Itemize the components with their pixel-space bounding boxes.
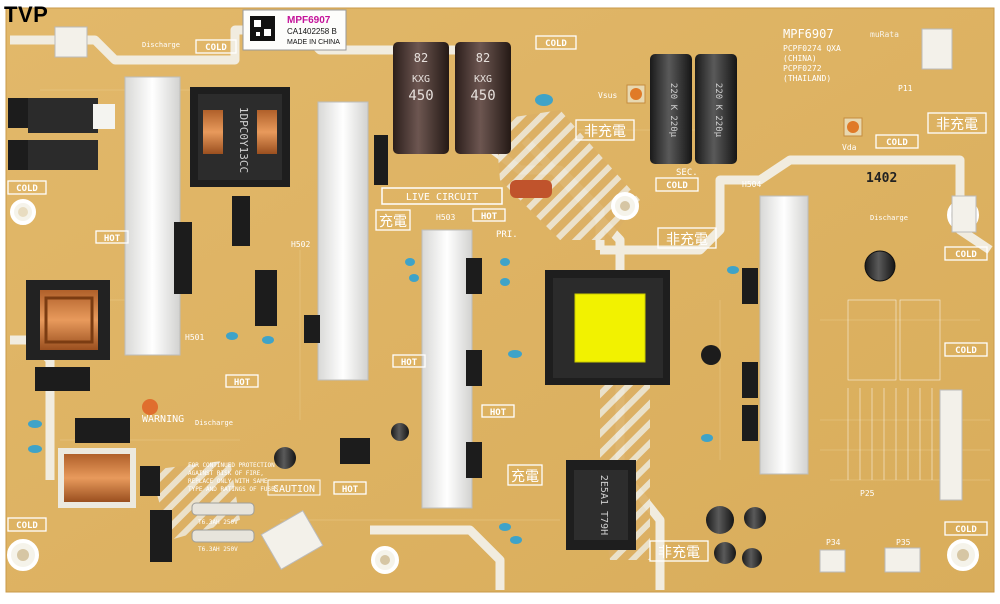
heatsink-label: H503 <box>436 213 455 222</box>
cold-label: COLD <box>16 521 38 531</box>
silkscreen-model: MPF6907 <box>783 27 834 41</box>
cold-label: COLD <box>955 525 977 535</box>
relays <box>28 98 115 170</box>
sticker-origin: MADE IN CHINA <box>287 39 340 46</box>
vda-label: Vda <box>842 143 857 152</box>
svg-text:KXG: KXG <box>412 74 430 85</box>
cold-label: COLD <box>886 138 908 148</box>
caution-label: CAUTION <box>273 484 315 495</box>
svg-text:450: 450 <box>408 88 433 104</box>
cold-label: COLD <box>666 181 688 191</box>
svg-text:450: 450 <box>470 88 495 104</box>
cold-label: COLD <box>955 250 977 260</box>
non-charged-label: 非充電 <box>584 123 626 139</box>
hot-label: HOT <box>401 358 418 368</box>
bulk-capacitors: 450 450 82 82 KXG KXG <box>393 42 511 154</box>
cold-label: COLD <box>955 346 977 356</box>
secondary-capacitors: 220 K 220µ 220 K 220µ <box>274 54 896 568</box>
svg-text:82: 82 <box>476 51 490 65</box>
fuse-rating-2: T6.3AH 250V <box>198 546 238 553</box>
discharge-label-2: Discharge <box>195 419 233 427</box>
heatsink-label: H504 <box>742 180 761 189</box>
non-charged-label: 非充電 <box>936 116 978 132</box>
x-capacitor <box>510 180 552 198</box>
discharge-label-3: Discharge <box>870 214 908 222</box>
vsus-trimmer <box>630 88 642 100</box>
brand-mark: muRata <box>870 30 899 39</box>
connectors <box>54 26 977 573</box>
discharge-label-1: Discharge <box>142 41 180 49</box>
charged-label: 充電 <box>379 213 407 229</box>
svg-text:82: 82 <box>414 51 428 65</box>
pri-label: PRI. <box>496 230 518 240</box>
heatsink-label: H501 <box>185 333 204 342</box>
fuse-rating-1: T6.3AH 250V <box>198 519 238 526</box>
part-number-3: PCPF0272 <box>783 64 822 73</box>
sec-label: SEC. <box>676 168 698 178</box>
misc-ics <box>8 98 721 562</box>
sticker-model: MPF6907 <box>287 15 331 26</box>
standby-transformer-code: 2E5A1 T79H <box>598 475 609 535</box>
fuse-text-2: AGAINST RISK OF FIRE, <box>188 470 264 477</box>
live-circuit-label: LIVE CIRCUIT <box>406 192 478 203</box>
hot-label: HOT <box>104 234 121 244</box>
cold-label: COLD <box>16 184 38 194</box>
part-number-1: PCPF0274 QXA <box>783 44 841 53</box>
standby-transformer: 2E5A1 T79H <box>566 460 636 550</box>
power-transistors <box>174 135 758 478</box>
part-number-4: (THAILAND) <box>783 74 831 83</box>
svg-text:220 K 220µ: 220 K 220µ <box>713 83 723 138</box>
hot-label: HOT <box>490 408 507 418</box>
varistor <box>142 399 158 415</box>
hot-label: HOT <box>481 212 498 222</box>
warning-label: WARNING <box>142 414 184 425</box>
non-charged-label: 非充電 <box>666 231 708 247</box>
date-code: 1402 <box>866 171 897 186</box>
fuse-text-3: REPLACE ONLY WITH SAME <box>188 478 268 485</box>
main-transformer: 1DPC0Y13CC <box>190 87 290 187</box>
heatsinks <box>124 76 809 509</box>
yellow-transformer <box>545 270 670 385</box>
label-sticker: MPF6907 CA1402258 B MADE IN CHINA <box>242 9 347 51</box>
vda-trimmer <box>847 121 859 133</box>
connector-label: P34 <box>826 538 841 547</box>
svg-text:KXG: KXG <box>474 74 492 85</box>
cold-label: COLD <box>205 43 227 53</box>
watermark-brand: TVP <box>4 2 49 27</box>
fuses <box>191 502 255 543</box>
non-charged-label: 非充電 <box>658 544 700 560</box>
part-number-2: (CHINA) <box>783 54 817 63</box>
heatsink-label: H502 <box>291 240 310 249</box>
connector-label: P11 <box>898 84 913 93</box>
connector-label: P35 <box>896 538 911 547</box>
connector-label: P25 <box>860 489 875 498</box>
sticker-serial: CA1402258 B <box>287 27 337 36</box>
vsus-label: Vsus <box>598 91 617 100</box>
transformer-code: 1DPC0Y13CC <box>237 107 250 173</box>
svg-text:220 K 220µ: 220 K 220µ <box>668 83 678 138</box>
hot-label: HOT <box>234 378 251 388</box>
charged-label: 充電 <box>511 468 539 484</box>
fuse-text-1: FOR CONTINUED PROTECTION <box>188 462 275 469</box>
hot-label: HOT <box>342 485 359 495</box>
fuse-text-4: TYPE AND RATINGS OF FUSES. <box>188 486 282 493</box>
cold-label: COLD <box>545 39 567 49</box>
line-chokes <box>26 280 136 508</box>
ceramic-capacitors <box>28 94 739 544</box>
